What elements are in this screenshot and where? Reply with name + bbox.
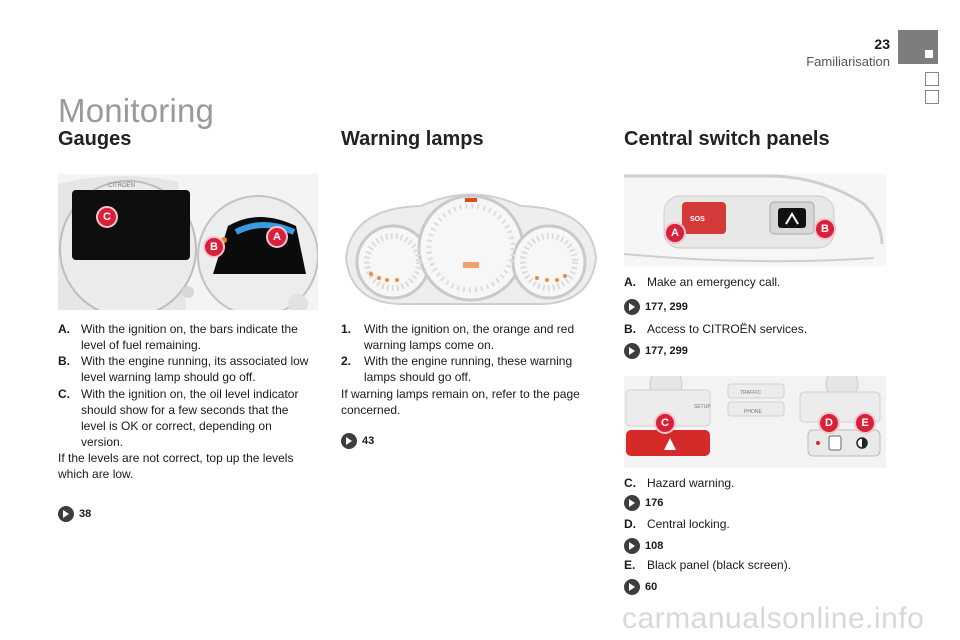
watermark: carmanualsonline.info [622,602,925,635]
item-label: 1. [341,322,352,336]
item-label: B. [624,322,636,336]
reference-number: 108 [645,540,664,552]
page-reference[interactable]: 176 [624,494,663,512]
page-reference[interactable]: 43 [341,432,374,450]
page-reference[interactable]: 38 [58,505,91,523]
item-text: Make an emergency call. [647,275,781,289]
item-text: Black panel (black screen). [647,558,792,572]
central-heading: Central switch panels [624,128,830,150]
arrow-icon [624,495,640,511]
page-reference[interactable]: 108 [624,537,663,555]
gauges-heading: Gauges [58,128,132,150]
marker-a: A [266,226,288,248]
warning-figure [341,188,601,308]
page-reference[interactable]: 60 [624,578,657,596]
brand-text: CITROËN [108,182,135,189]
warning-item-2: 2. With the engine running, these warnin… [341,353,591,385]
central-item-d: D. Central locking. [624,516,884,532]
item-label: C. [58,387,70,401]
page-title: Monitoring [58,92,215,129]
arrow-icon [624,299,640,315]
item-label: B. [58,354,70,368]
marker-e: E [854,412,876,434]
warning-item-1: 1. With the ignition on, the orange and … [341,321,591,353]
marker-b: B [203,236,225,258]
roof-panel-figure: SOS A B [624,174,886,266]
item-text: With the ignition on, the bars indicate … [81,322,298,352]
item-label: 2. [341,354,352,368]
warning-note: If warning lamps remain on, refer to the… [341,387,580,417]
reference-number: 43 [362,435,375,447]
arrow-icon [624,579,640,595]
page-number: 23 [874,36,890,52]
item-text: Access to CITROËN services. [647,322,808,336]
item-label: A. [624,275,636,289]
item-text: Hazard warning. [647,476,735,490]
marker-c: C [654,412,676,434]
gauges-note: If the levels are not correct, top up th… [58,451,294,481]
arrow-icon [624,538,640,554]
item-text: With the ignition on, the oil level indi… [81,387,299,449]
warning-heading: Warning lamps [341,128,484,150]
gauges-figure: CITROËN A B C [58,174,318,310]
marker-b: B [814,218,836,240]
roof-panel-illustration: SOS [624,174,886,266]
item-label: E. [624,558,636,572]
gauges-item-c: C. With the ignition on, the oil level i… [58,386,320,450]
page-reference[interactable]: 177, 299 [624,298,688,316]
item-text: With the engine running, its associated … [81,354,309,384]
reference-number: 38 [79,508,92,520]
arrow-icon [58,506,74,522]
reference-number: 176 [645,497,664,509]
item-text: With the engine running, these warning l… [364,354,573,384]
item-label: D. [624,517,636,531]
chapter-tab-box [925,90,939,104]
item-text: With the ignition on, the orange and red… [364,322,575,352]
item-label: C. [624,476,636,490]
central-item-a: A. Make an emergency call. [624,274,884,290]
item-label: A. [58,322,70,336]
marker-c: C [96,206,118,228]
gauges-item-b: B. With the engine running, its associat… [58,353,320,385]
setup-label: SETUP [694,404,711,410]
section-title: Familiarisation [806,54,890,69]
traffic-label: TRAFFIC [740,390,761,396]
chapter-tab-box [925,72,939,86]
item-text: Central locking. [647,517,730,531]
chapter-tab-active [898,30,938,64]
page-reference[interactable]: 177, 299 [624,342,688,360]
central-item-c: C. Hazard warning. [624,475,884,491]
marker-d: D [818,412,840,434]
reference-number: 177, 299 [645,345,688,357]
reference-number: 60 [645,581,658,593]
arrow-icon [624,343,640,359]
warning-lamps-cluster-illustration [344,193,598,305]
gauges-item-a: A. With the ignition on, the bars indica… [58,321,320,353]
sos-label: SOS [690,216,705,223]
phone-label: PHONE [744,409,762,415]
arrow-icon [341,433,357,449]
central-item-b: B. Access to CITROËN services. [624,321,884,337]
reference-number: 177, 299 [645,301,688,313]
central-item-e: E. Black panel (black screen). [624,557,884,573]
marker-a: A [664,222,686,244]
dashboard-controls-figure: TRAFFIC SETUP PHONE C D E [624,376,886,468]
